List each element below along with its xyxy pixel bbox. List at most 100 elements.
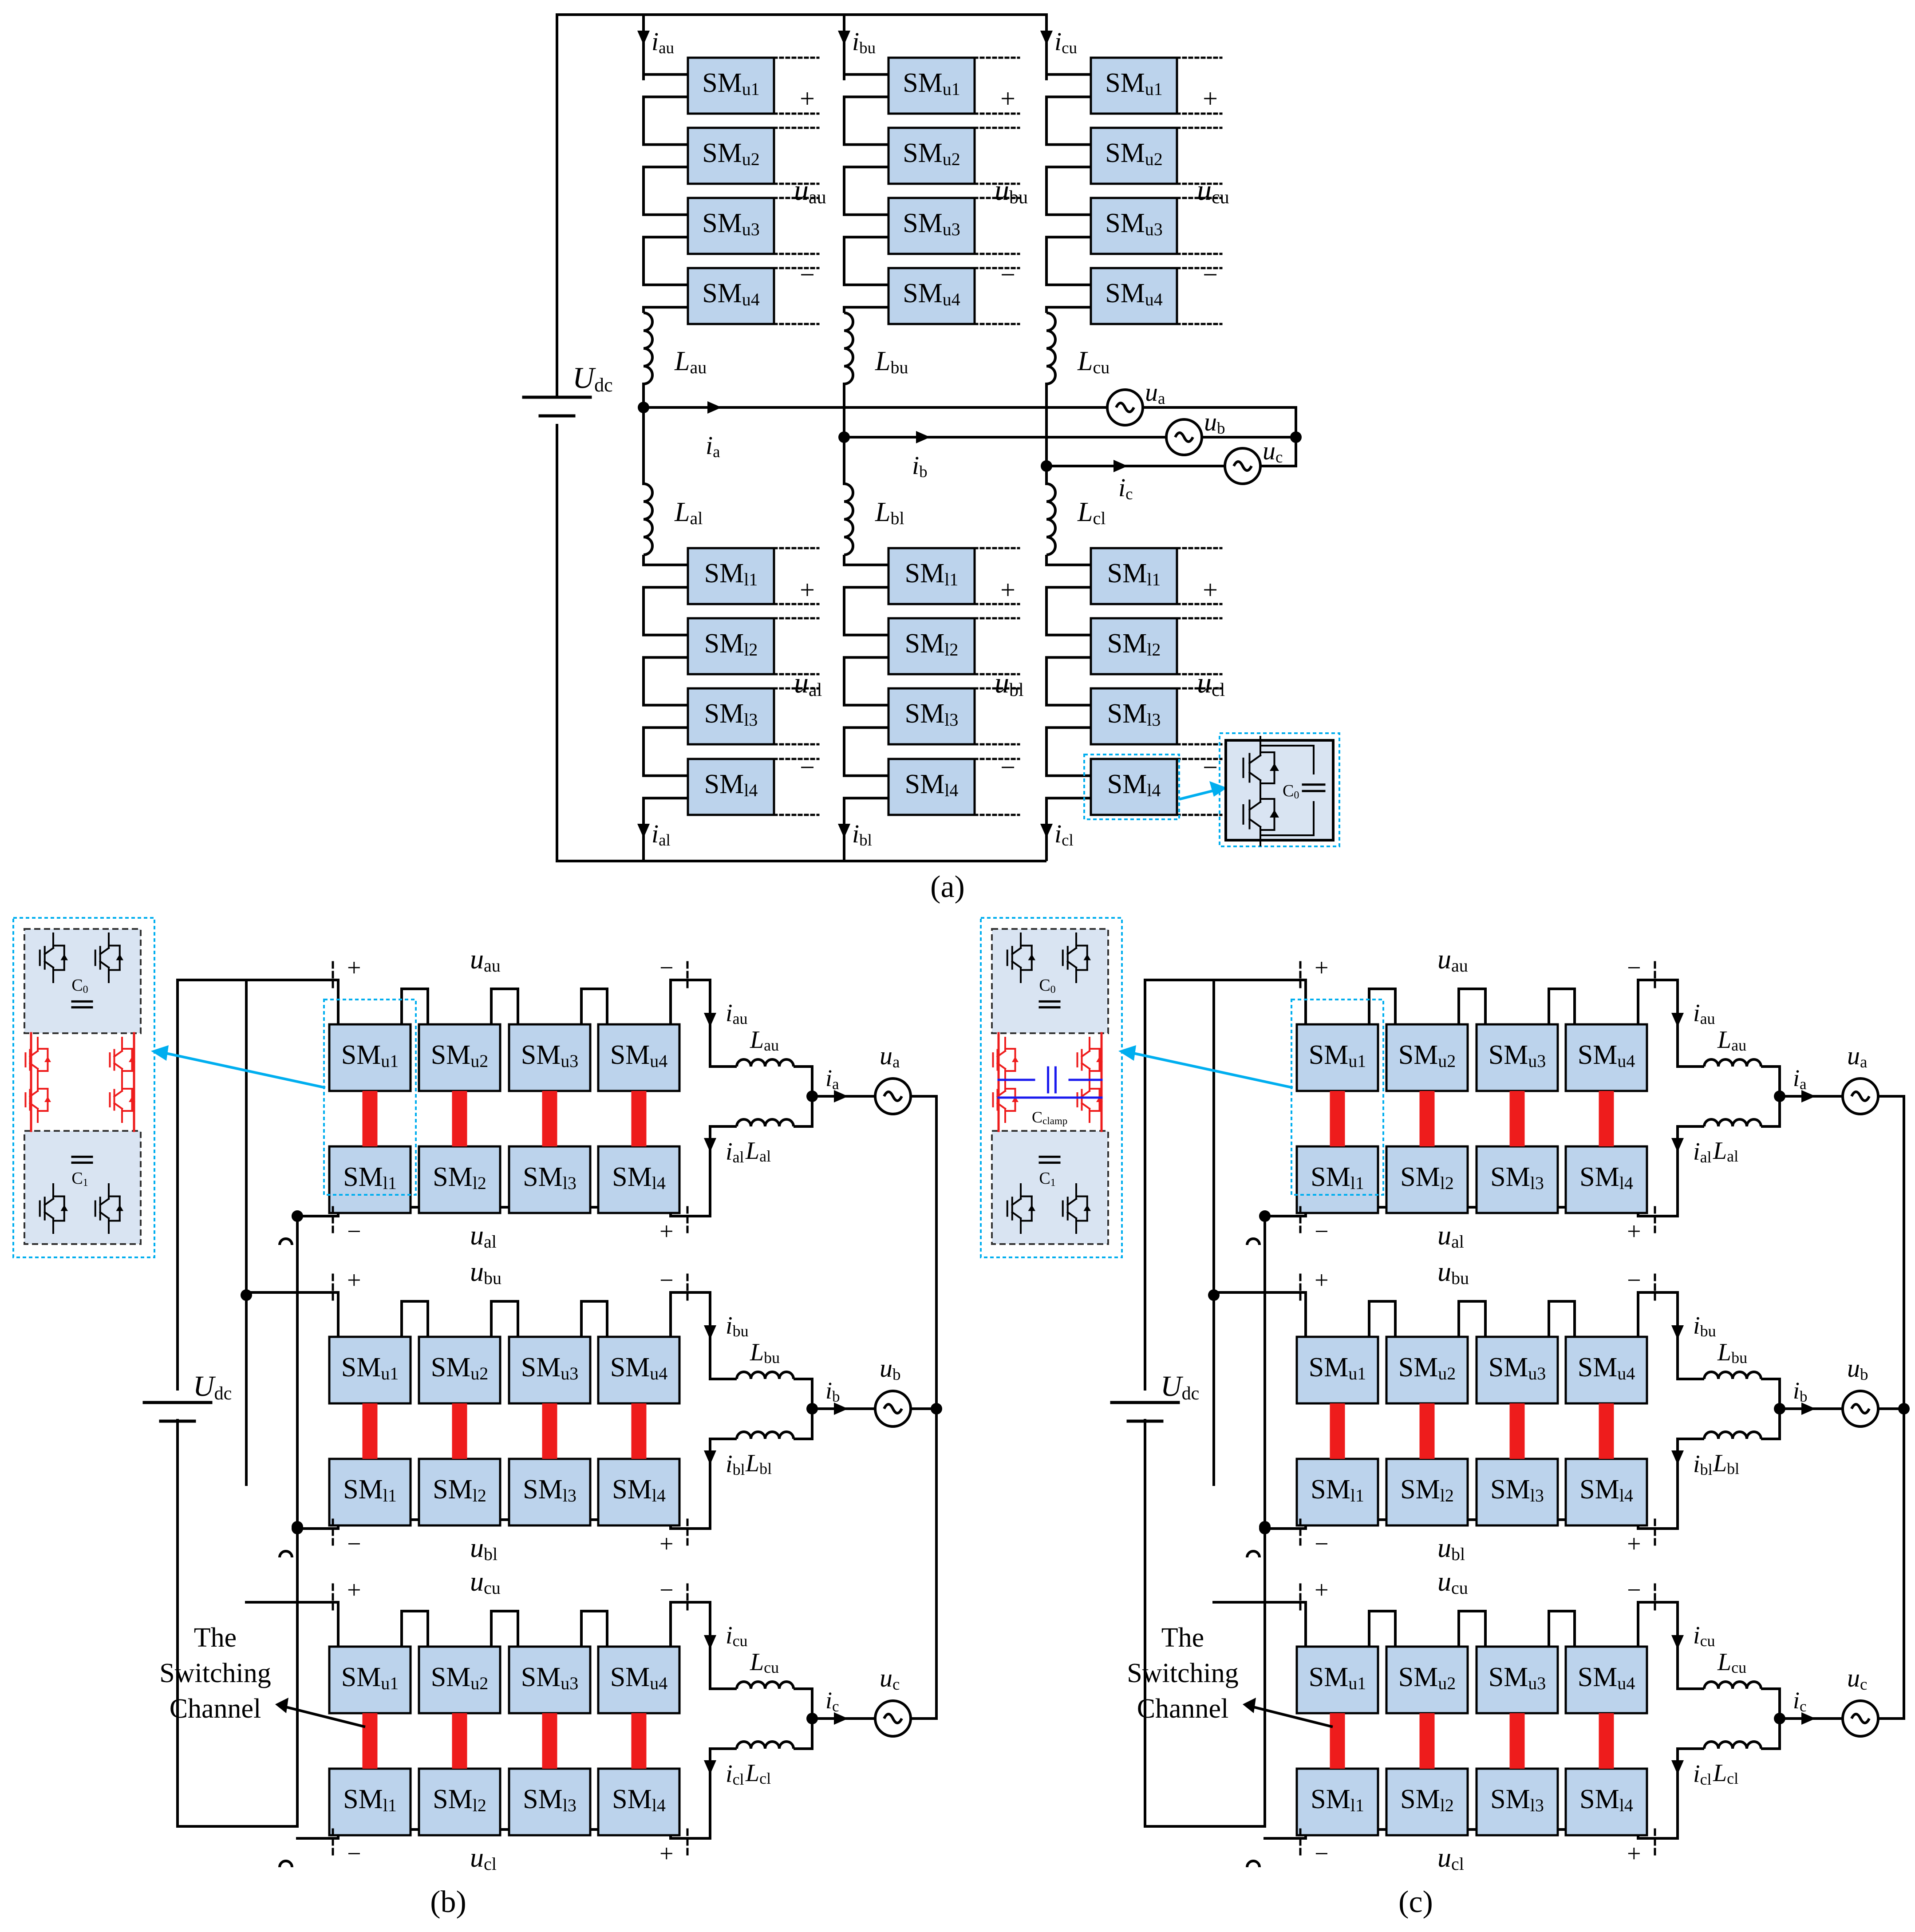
igbt-icon — [1006, 932, 1035, 983]
submodule-label: SMu3 — [521, 1662, 579, 1693]
label-main: i — [1693, 1760, 1700, 1788]
upper-submodule: SMu4 — [687, 267, 775, 325]
label-main: L — [745, 1450, 759, 1477]
label-main: i — [852, 819, 859, 848]
label-main: SM — [343, 1784, 383, 1814]
label-main: SM — [1490, 1784, 1530, 1814]
submodule-box — [1090, 56, 1178, 115]
upper-arm-rail — [669, 979, 711, 1033]
label-sub: al — [1727, 1147, 1738, 1165]
igbt-c — [99, 1197, 110, 1206]
igbt-c — [1011, 947, 1022, 956]
label-sub: l4 — [1619, 1486, 1633, 1505]
module-link — [843, 555, 888, 566]
label-main: SM — [1579, 1474, 1619, 1505]
label-sub: al — [484, 1232, 497, 1252]
label-main: i — [825, 1687, 832, 1714]
module-link — [1045, 797, 1091, 861]
submodule-box — [328, 1767, 412, 1837]
capacitor-icon — [71, 1155, 93, 1164]
submodule-label: SMu3 — [521, 1352, 579, 1383]
callout-line — [158, 1050, 326, 1089]
submodule-label: SMl4 — [612, 1162, 666, 1193]
label-main: SM — [1489, 1662, 1528, 1692]
igbt-e — [996, 1062, 1007, 1070]
label-main: SM — [702, 138, 742, 168]
label-sub: u4 — [742, 289, 760, 309]
label-sub: cl — [1451, 1854, 1464, 1874]
diode-icon — [129, 1056, 135, 1062]
diode-icon — [1028, 954, 1035, 960]
ac-source-label: ua — [1847, 1041, 1867, 1071]
label-main: u — [794, 667, 809, 699]
lower-arm-rail — [669, 1475, 711, 1530]
label-sub: l1 — [383, 1486, 397, 1505]
label-sub: c — [1860, 1675, 1867, 1694]
lower-submodule: SMl1 — [687, 547, 775, 605]
label-sub: u4 — [650, 1673, 667, 1693]
switching-channel — [542, 1091, 557, 1146]
submodule-box — [328, 1645, 412, 1715]
label-main: SM — [1578, 1662, 1618, 1692]
label-main: SM — [702, 278, 742, 308]
label-sub: dc — [1182, 1383, 1200, 1404]
label-main: i — [825, 1377, 832, 1404]
submodule-box — [1090, 758, 1178, 816]
upper-voltage-label: ucu — [1197, 174, 1229, 208]
label-main: SM — [431, 1040, 471, 1070]
label-main: i — [726, 1450, 733, 1478]
label-main: i — [1693, 1138, 1700, 1166]
clamp-capacitor-label: Cclamp — [1032, 1108, 1067, 1126]
module-link — [1368, 988, 1397, 1024]
label-main: SM — [610, 1662, 650, 1692]
upper-arm-rail — [669, 1601, 711, 1655]
inductor-lead — [709, 1438, 737, 1475]
label-sub: l4 — [1619, 1173, 1633, 1193]
dc-source-label: Udc — [573, 361, 613, 396]
label-main: SM — [1490, 1474, 1530, 1505]
module-link — [642, 726, 688, 777]
submodule-label: SMu3 — [1489, 1662, 1546, 1693]
label-sub: bu — [764, 1349, 780, 1367]
wire-crossover — [278, 1550, 293, 1558]
lower-submodule: SMl4 — [597, 1767, 681, 1837]
submodule-label: SMu4 — [903, 278, 960, 309]
label-sub: au — [1731, 1036, 1746, 1054]
phase-current-arrow — [1113, 460, 1128, 472]
label-main: i — [1054, 27, 1062, 56]
label-main: L — [1713, 1759, 1727, 1787]
submodule-box — [887, 56, 976, 115]
upper-inductor — [735, 1371, 795, 1379]
diode-icon — [44, 1056, 51, 1062]
submodule-label: SMl1 — [1311, 1162, 1364, 1193]
upper-voltage-label: uau — [794, 174, 826, 208]
label-main: SM — [341, 1040, 381, 1070]
label-main: i — [726, 1760, 733, 1788]
label-sub: l2 — [944, 640, 958, 660]
wire-crossover — [1246, 1237, 1261, 1245]
inductor-lead — [709, 1747, 737, 1785]
igbt-e — [1066, 1211, 1078, 1220]
submodule-box — [887, 758, 976, 816]
lower-minus-sign: − — [1203, 753, 1218, 782]
igbt-c — [1066, 1197, 1078, 1206]
upper-current-label: icu — [726, 1622, 748, 1650]
igbt-icon — [109, 1037, 135, 1083]
dc-bus-positive — [556, 13, 644, 397]
upper-current-label: ibu — [1693, 1312, 1716, 1340]
capacitor-icon — [1302, 783, 1326, 792]
label-main: SM — [1489, 1040, 1528, 1070]
label-sub: u1 — [1348, 1051, 1366, 1071]
label-sub: l1 — [1350, 1795, 1364, 1815]
module-link — [1368, 1610, 1397, 1647]
submodule-label: SMu1 — [341, 1040, 399, 1071]
igbt-e — [1248, 771, 1262, 782]
upper-inductor-label: Lcu — [1717, 1648, 1746, 1676]
submodule-box — [887, 617, 976, 676]
label-sub: cu — [733, 1632, 748, 1650]
label-main: i — [1693, 1622, 1700, 1649]
lower-current-label: ial — [1693, 1138, 1712, 1166]
lower-submodule: SMl3 — [1475, 1145, 1559, 1214]
